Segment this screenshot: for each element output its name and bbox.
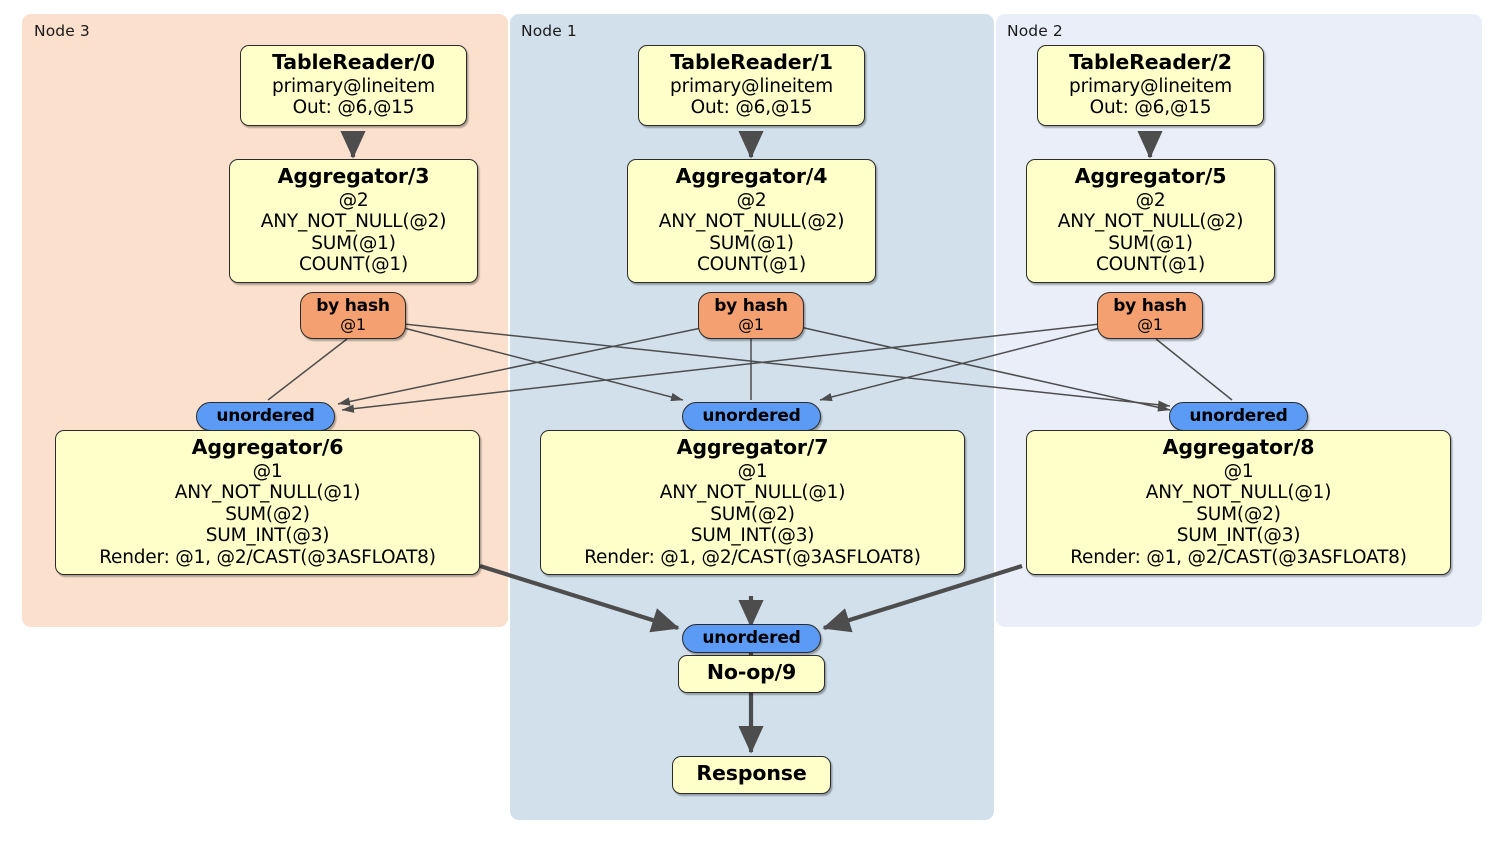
router-type-label: by hash — [714, 296, 788, 317]
router-unordered-mid[interactable]: unordered — [682, 402, 821, 431]
processor-detail: @1 — [1223, 460, 1254, 482]
processor-table-reader-0[interactable]: TableReader/0 primary@lineitem Out: @6,@… — [240, 45, 467, 126]
processor-detail: SUM_INT(@3) — [690, 525, 815, 547]
processor-detail: @2 — [338, 189, 369, 211]
processor-detail: primary@lineitem — [1069, 75, 1232, 97]
processor-detail: ANY_NOT_NULL(@1) — [659, 482, 846, 504]
router-type-label: unordered — [216, 406, 315, 427]
processor-detail: Render: @1, @2/CAST(@3ASFLOAT8) — [1070, 546, 1407, 568]
processor-aggregator-3[interactable]: Aggregator/3 @2 ANY_NOT_NULL(@2) SUM(@1)… — [229, 159, 478, 283]
processor-detail: SUM_INT(@3) — [205, 525, 330, 547]
router-key-label: @1 — [1137, 315, 1163, 335]
processor-detail: @1 — [737, 460, 768, 482]
router-type-label: unordered — [702, 628, 801, 649]
router-unordered-final[interactable]: unordered — [682, 624, 821, 653]
router-by-hash-2[interactable]: by hash @1 — [1097, 292, 1203, 339]
processor-title: Aggregator/4 — [675, 164, 828, 188]
processor-detail: @2 — [736, 189, 767, 211]
processor-detail: SUM(@2) — [225, 503, 310, 525]
processor-aggregator-5[interactable]: Aggregator/5 @2 ANY_NOT_NULL(@2) SUM(@1)… — [1026, 159, 1275, 283]
processor-aggregator-4[interactable]: Aggregator/4 @2 ANY_NOT_NULL(@2) SUM(@1)… — [627, 159, 876, 283]
panel-label-node1: Node 1 — [521, 22, 577, 40]
router-by-hash-0[interactable]: by hash @1 — [300, 292, 406, 339]
processor-detail: Out: @6,@15 — [292, 97, 415, 119]
processor-detail: Render: @1, @2/CAST(@3ASFLOAT8) — [99, 546, 436, 568]
processor-detail: SUM(@1) — [709, 232, 794, 254]
processor-detail: SUM_INT(@3) — [1176, 525, 1301, 547]
processor-detail: Render: @1, @2/CAST(@3ASFLOAT8) — [584, 546, 921, 568]
processor-detail: COUNT(@1) — [1095, 254, 1206, 276]
processor-detail: @1 — [252, 460, 283, 482]
panel-label-node2: Node 2 — [1007, 22, 1063, 40]
processor-detail: SUM(@2) — [710, 503, 795, 525]
processor-detail: ANY_NOT_NULL(@1) — [174, 482, 361, 504]
processor-detail: @2 — [1135, 189, 1166, 211]
processor-detail: ANY_NOT_NULL(@1) — [1145, 482, 1332, 504]
processor-detail: ANY_NOT_NULL(@2) — [260, 211, 447, 233]
processor-aggregator-7[interactable]: Aggregator/7 @1 ANY_NOT_NULL(@1) SUM(@2)… — [540, 430, 965, 576]
processor-noop-9[interactable]: No-op/9 — [678, 655, 825, 693]
processor-table-reader-1[interactable]: TableReader/1 primary@lineitem Out: @6,@… — [638, 45, 865, 126]
processor-detail: COUNT(@1) — [696, 254, 807, 276]
router-type-label: unordered — [1189, 406, 1288, 427]
router-unordered-right[interactable]: unordered — [1169, 402, 1308, 431]
router-type-label: by hash — [1113, 296, 1187, 317]
panel-label-node3: Node 3 — [34, 22, 90, 40]
processor-aggregator-6[interactable]: Aggregator/6 @1 ANY_NOT_NULL(@1) SUM(@2)… — [55, 430, 480, 576]
processor-detail: SUM(@2) — [1196, 503, 1281, 525]
processor-table-reader-2[interactable]: TableReader/2 primary@lineitem Out: @6,@… — [1037, 45, 1264, 126]
processor-title: Aggregator/7 — [676, 435, 829, 459]
processor-detail: primary@lineitem — [272, 75, 435, 97]
processor-detail: SUM(@1) — [311, 232, 396, 254]
processor-detail: ANY_NOT_NULL(@2) — [658, 211, 845, 233]
processor-detail: COUNT(@1) — [298, 254, 409, 276]
processor-title: No-op/9 — [706, 660, 797, 684]
router-by-hash-1[interactable]: by hash @1 — [698, 292, 804, 339]
processor-title: Aggregator/6 — [191, 435, 344, 459]
router-unordered-left[interactable]: unordered — [196, 402, 335, 431]
processor-title: TableReader/0 — [272, 50, 435, 74]
processor-detail: primary@lineitem — [670, 75, 833, 97]
processor-response[interactable]: Response — [672, 756, 831, 794]
router-type-label: by hash — [316, 296, 390, 317]
processor-detail: SUM(@1) — [1108, 232, 1193, 254]
processor-aggregator-8[interactable]: Aggregator/8 @1 ANY_NOT_NULL(@1) SUM(@2)… — [1026, 430, 1451, 576]
processor-title: TableReader/1 — [670, 50, 833, 74]
processor-title: Aggregator/5 — [1074, 164, 1227, 188]
processor-detail: Out: @6,@15 — [690, 97, 813, 119]
processor-title: TableReader/2 — [1069, 50, 1232, 74]
processor-title: Response — [696, 761, 807, 785]
router-type-label: unordered — [702, 406, 801, 427]
processor-title: Aggregator/3 — [277, 164, 430, 188]
processor-detail: Out: @6,@15 — [1089, 97, 1212, 119]
processor-detail: ANY_NOT_NULL(@2) — [1057, 211, 1244, 233]
router-key-label: @1 — [738, 315, 764, 335]
router-key-label: @1 — [340, 315, 366, 335]
processor-title: Aggregator/8 — [1162, 435, 1315, 459]
